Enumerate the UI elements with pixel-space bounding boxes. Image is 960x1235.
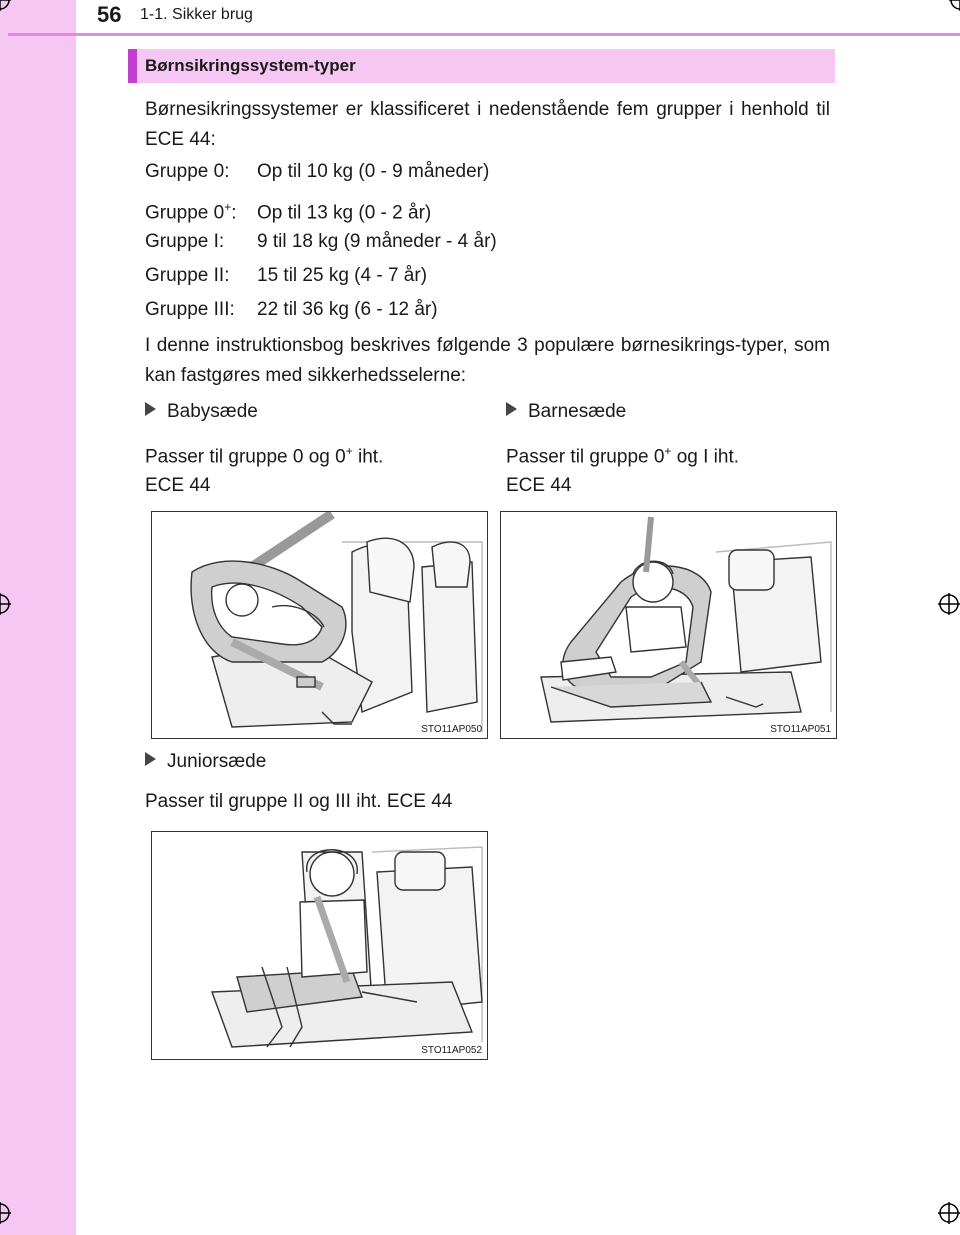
group-row: Gruppe 0+: Op til 13 kg (0 - 2 år): [145, 192, 431, 228]
type-heading-baby: Babysæde: [145, 401, 258, 423]
page-number: 56: [97, 2, 122, 27]
type-title: Juniorsæde: [167, 751, 267, 772]
group-label: Gruppe II:: [145, 265, 230, 286]
group-value: Op til 10 kg (0 - 9 måneder): [257, 161, 490, 182]
figure-baby-seat: STO11AP050: [151, 511, 488, 739]
crop-mark-icon: [938, 593, 960, 615]
group-value: Op til 13 kg (0 - 2 år): [257, 202, 432, 224]
type-heading-child: Barnesæde: [506, 401, 626, 423]
baby-seat-illustration: [190, 512, 483, 732]
type-desc-junior: Passer til gruppe II og III iht. ECE 44: [145, 791, 453, 812]
desc-sup: +: [664, 444, 672, 458]
crop-mark-icon: [0, 0, 11, 11]
outro-paragraph: I denne instruktionsbog beskrives følgen…: [145, 335, 830, 386]
desc-text: ECE 44: [506, 475, 572, 497]
type-heading-junior: Juniorsæde: [145, 751, 266, 773]
group-label: Gruppe 0:: [145, 161, 230, 182]
desc-text: Passer til gruppe 0: [506, 446, 665, 468]
figure-code: STO11AP050: [421, 724, 482, 735]
crop-mark-icon: [0, 1202, 11, 1224]
crop-mark-icon: [949, 0, 960, 11]
group-row: Gruppe III: 22 til 36 kg (6 - 12 år): [145, 295, 438, 325]
chapter-title: 1-1. Sikker brug: [140, 6, 253, 23]
type-desc-child: Passer til gruppe 0+ og I iht. ECE 44: [506, 437, 739, 500]
group-row: Gruppe II: 15 til 25 kg (4 - 7 år): [145, 261, 427, 291]
type-title: Babysæde: [167, 401, 258, 422]
group-value: 15 til 25 kg (4 - 7 år): [257, 265, 428, 286]
type-desc-baby: Passer til gruppe 0 og 0+ iht. ECE 44: [145, 437, 383, 500]
desc-text: iht.: [352, 446, 384, 468]
group-label-suffix: :: [231, 202, 237, 224]
bullet-triangle-icon: [506, 402, 517, 416]
desc-text: og I iht.: [671, 446, 740, 468]
figure-junior-seat: STO11AP052: [151, 831, 488, 1060]
figure-code: STO11AP051: [770, 724, 831, 735]
figure-code: STO11AP052: [421, 1045, 482, 1056]
group-value: 9 til 18 kg (9 måneder - 4 år): [257, 231, 497, 252]
section-title: Børnsikringssystem-typer: [145, 56, 356, 75]
crop-mark-icon: [0, 593, 11, 615]
group-label: Gruppe I:: [145, 231, 225, 252]
crop-mark-icon: [938, 1202, 960, 1224]
section-heading-accent: [128, 49, 137, 83]
type-title: Barnesæde: [528, 401, 627, 422]
chapter-sidebar-tab: [0, 0, 76, 1235]
bullet-triangle-icon: [145, 752, 156, 766]
group-value: 22 til 36 kg (6 - 12 år): [257, 299, 438, 320]
group-label-sup: +: [224, 200, 232, 214]
group-row: Gruppe 0: Op til 10 kg (0 - 9 måneder): [145, 157, 489, 187]
desc-sup: +: [345, 444, 353, 458]
section-heading: Børnsikringssystem-typer: [128, 49, 835, 83]
figure-child-seat: STO11AP051: [500, 511, 837, 739]
intro-paragraph: Børnesikringssystemer er klassificeret i…: [145, 99, 830, 150]
header-rule: [8, 33, 960, 36]
group-label: Gruppe 0: [145, 202, 225, 224]
desc-text: Passer til gruppe 0 og 0: [145, 446, 346, 468]
desc-text: ECE 44: [145, 475, 211, 497]
bullet-triangle-icon: [145, 402, 156, 416]
junior-seat-illustration: [211, 846, 483, 1048]
child-seat-illustration: [540, 516, 832, 723]
group-row: Gruppe I: 9 til 18 kg (9 måneder - 4 år): [145, 227, 497, 257]
group-label: Gruppe III:: [145, 299, 235, 320]
